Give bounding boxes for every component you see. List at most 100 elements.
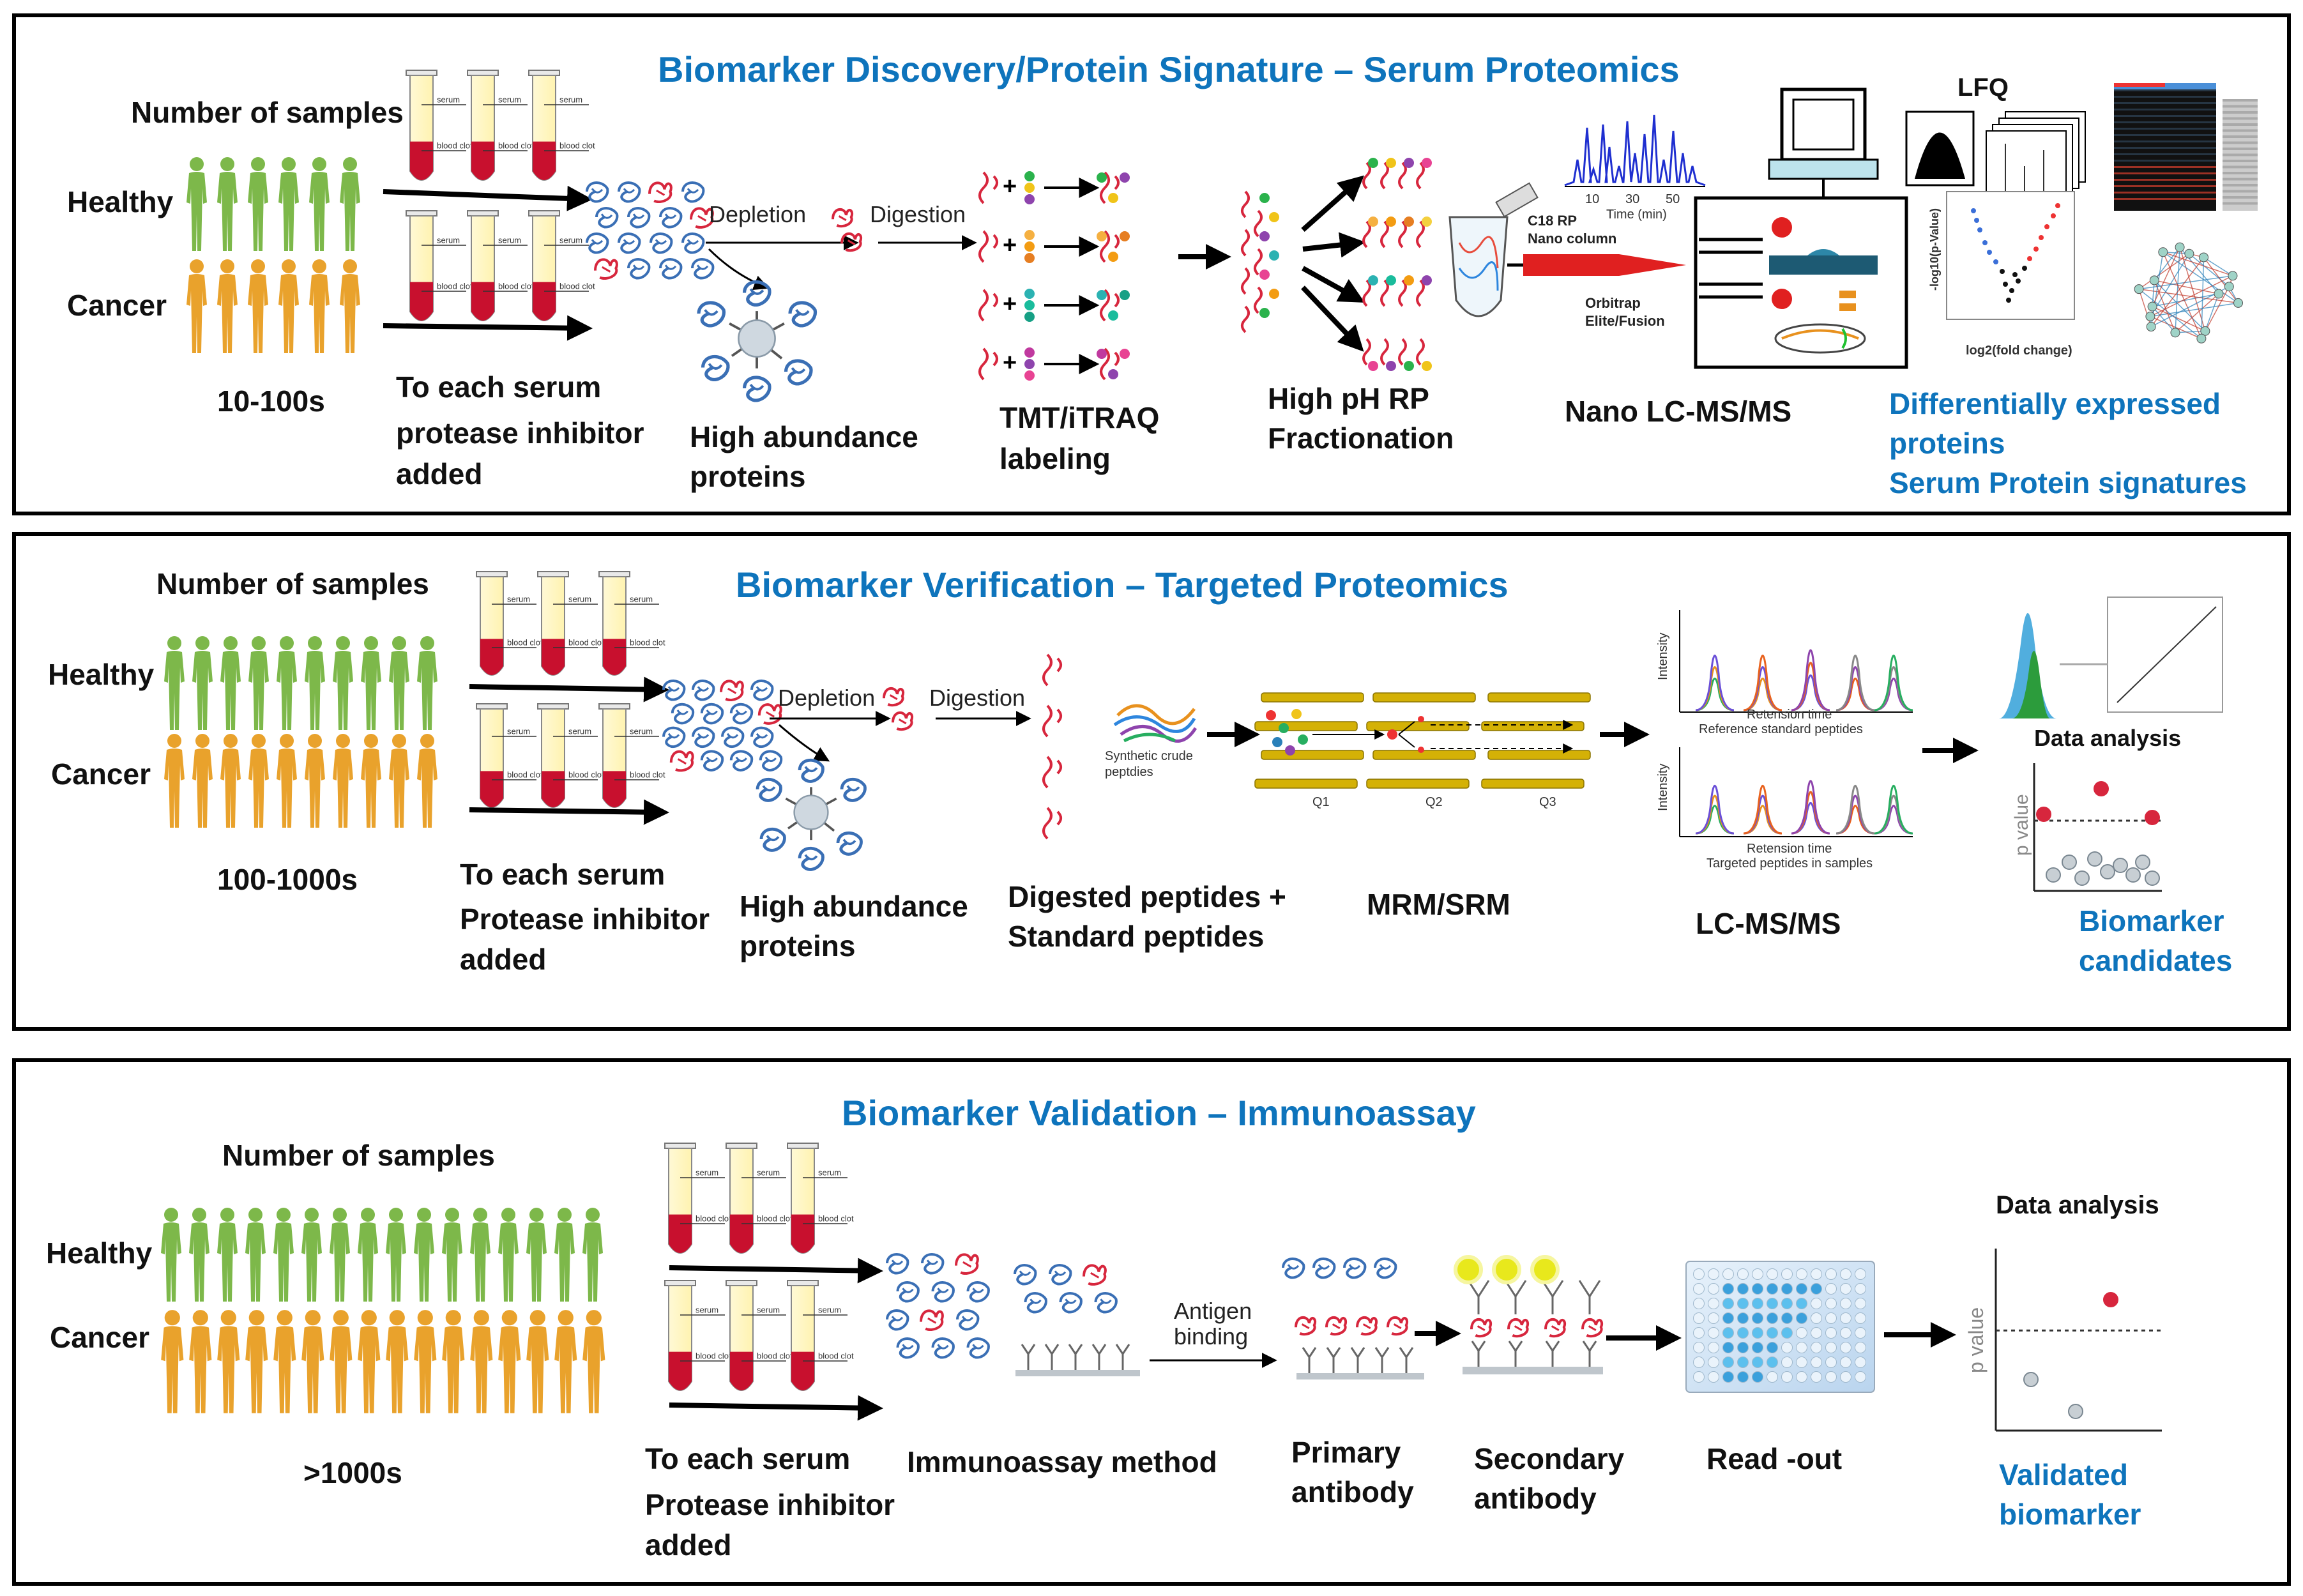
person-icon bbox=[217, 1208, 238, 1302]
tube-label-clot: blood clot bbox=[695, 1213, 731, 1223]
serum-step-line2: Protease inhibitor bbox=[460, 902, 710, 936]
data-analysis-label: Data analysis bbox=[2034, 725, 2181, 751]
intensity-label-top: Intensity bbox=[1656, 633, 1670, 680]
healthy-people-group bbox=[186, 157, 360, 251]
svg-text:+: + bbox=[1003, 291, 1017, 317]
person-icon bbox=[330, 1310, 353, 1413]
significant-point bbox=[2036, 807, 2051, 822]
quad-3: Q3 bbox=[1539, 795, 1556, 809]
tube-label-serum: serum bbox=[695, 1167, 718, 1177]
protein-icon bbox=[691, 258, 715, 280]
quad-1: Q1 bbox=[1312, 795, 1330, 809]
bound-antigens bbox=[1295, 1316, 1409, 1336]
arrow-to-antibody bbox=[708, 248, 770, 291]
protein-icon bbox=[662, 680, 686, 701]
serum-step-line2: Protease inhibitor bbox=[645, 1488, 895, 1521]
tube-label-serum: serum bbox=[559, 235, 582, 245]
protein-icon bbox=[697, 301, 726, 328]
person-icon bbox=[386, 1310, 409, 1413]
person-icon bbox=[526, 1208, 547, 1302]
digestion-label: Digestion bbox=[929, 685, 1025, 711]
protein-icon bbox=[729, 703, 754, 725]
protein-icon bbox=[586, 181, 609, 203]
person-icon bbox=[220, 734, 241, 828]
protein-icon bbox=[650, 232, 673, 254]
nonsignificant-point bbox=[2068, 1404, 2083, 1419]
high-abundance-line1: High abundance bbox=[740, 890, 968, 923]
biomarker-protein-icon bbox=[648, 181, 673, 203]
depletion-label: Depletion bbox=[778, 685, 875, 711]
labeling-line2: labeling bbox=[999, 442, 1111, 475]
secondary-antibody-icon bbox=[1504, 1280, 1527, 1314]
person-icon bbox=[161, 1208, 181, 1302]
result-line2: candidates bbox=[2079, 944, 2232, 977]
protein-icon bbox=[1343, 1258, 1367, 1279]
healthy-label: Healthy bbox=[46, 1236, 153, 1270]
person-icon bbox=[164, 734, 185, 828]
p-value-plot bbox=[2033, 763, 2162, 892]
nonsignificant-point bbox=[2145, 870, 2160, 886]
protein-icon bbox=[966, 1337, 990, 1359]
tube-label-clot: blood clot bbox=[818, 1351, 854, 1360]
biomarker-protein-icon bbox=[892, 711, 914, 731]
protein-icon bbox=[681, 181, 705, 203]
tube-label-clot: blood clot bbox=[498, 281, 534, 291]
protein-icon bbox=[798, 759, 825, 783]
person-icon bbox=[389, 636, 409, 730]
biomarker-protein-icon bbox=[669, 750, 694, 772]
protein-icon bbox=[671, 703, 695, 725]
arrow-healthy bbox=[383, 185, 593, 211]
person-icon bbox=[220, 636, 241, 730]
person-icon bbox=[526, 1310, 549, 1413]
column-line2: Nano column bbox=[1528, 231, 1616, 247]
column-line1: C18 RP bbox=[1528, 213, 1577, 229]
tube-label-serum: serum bbox=[437, 235, 460, 245]
panel-title: Biomarker Validation – Immunoassay bbox=[842, 1093, 1476, 1133]
orbitrap-line2: Elite/Fusion bbox=[1585, 313, 1665, 329]
serum-tube-icon: serum blood clot bbox=[664, 1143, 731, 1254]
person-icon bbox=[470, 1208, 490, 1302]
protein-icon bbox=[700, 703, 724, 725]
protein-icon bbox=[750, 726, 774, 749]
fraction-arrows bbox=[1301, 175, 1365, 352]
biomarker-protein-icon bbox=[955, 1253, 979, 1275]
volcano-plot: -log10(p-Value) log2(fold change) bbox=[1928, 191, 2075, 358]
synthetic-peptides-icon bbox=[1113, 704, 1197, 743]
capture-antibody-icon bbox=[1399, 1347, 1414, 1373]
tube-label-clot: blood clot bbox=[498, 141, 534, 150]
secondary-line2: antibody bbox=[1474, 1482, 1597, 1515]
nonsignificant-point bbox=[2113, 858, 2128, 873]
fraction-arrow-4 bbox=[1301, 285, 1364, 352]
tube-label-clot: blood clot bbox=[437, 281, 473, 291]
intensity-label-bottom: Intensity bbox=[1656, 764, 1670, 811]
person-icon bbox=[273, 1310, 296, 1413]
capture-antibody-icon bbox=[1091, 1344, 1107, 1370]
chromatogram: 10 30 50 Time (min) bbox=[1564, 114, 1706, 222]
person-icon bbox=[414, 1208, 434, 1302]
tube-label-clot: blood clot bbox=[507, 638, 543, 648]
person-icon bbox=[386, 1208, 406, 1302]
tube-label-clot: blood clot bbox=[630, 638, 665, 648]
serum-step-line1: To each serum bbox=[460, 858, 665, 891]
person-icon bbox=[248, 734, 269, 828]
biomarker-protein-icon bbox=[1295, 1316, 1317, 1336]
panel-title: Biomarker Verification – Targeted Proteo… bbox=[736, 565, 1509, 605]
quad-2: Q2 bbox=[1425, 795, 1443, 809]
tube-label-serum: serum bbox=[437, 95, 460, 104]
healthy-label: Healthy bbox=[48, 658, 155, 691]
lfq-icon: LFQ bbox=[1905, 73, 2086, 202]
peptide-fractions bbox=[1362, 158, 1432, 371]
tube-label-clot: blood clot bbox=[507, 770, 543, 780]
biomarker-protein-icon bbox=[1083, 1264, 1107, 1286]
person-icon bbox=[277, 636, 297, 730]
enzyme-label-icon bbox=[1492, 1255, 1521, 1284]
healthy-people-group bbox=[164, 636, 437, 730]
protein-icon bbox=[1024, 1292, 1047, 1314]
person-icon bbox=[442, 1310, 465, 1413]
capture-antibody-icon bbox=[1326, 1347, 1341, 1373]
digested-peptides bbox=[1042, 653, 1062, 840]
